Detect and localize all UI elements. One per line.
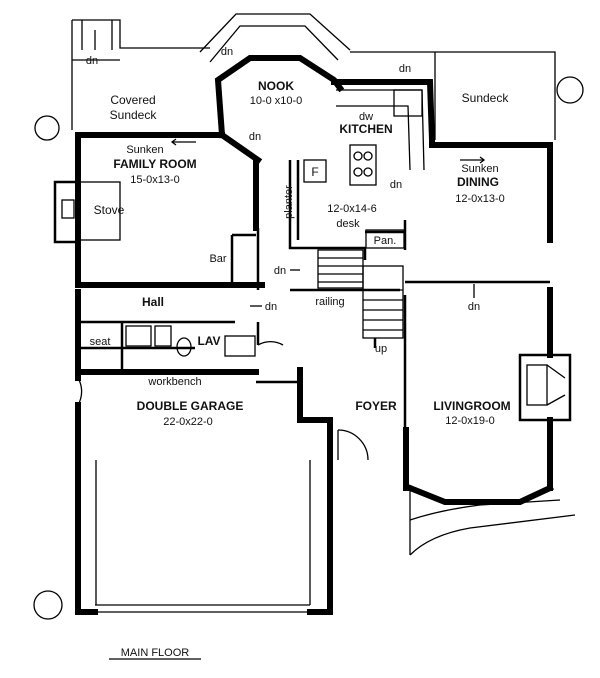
nook-title: NOOK — [258, 79, 294, 93]
dn-label-family: dn — [249, 131, 261, 143]
fridge-label: F — [311, 165, 318, 179]
dn-label-deck: dn — [86, 55, 98, 67]
cooktop-island — [349, 144, 377, 186]
dining-sunken-label: Sunken — [461, 163, 498, 175]
dining-dimensions: 12-0x13-0 — [455, 193, 505, 205]
exterior-walls — [75, 55, 554, 615]
covered-sundeck-label-2: Sundeck — [110, 108, 158, 122]
planter-label: planter — [283, 185, 295, 219]
hall-title: Hall — [142, 295, 164, 309]
living-room-title: LIVINGROOM — [433, 399, 510, 413]
family-sunken-label: Sunken — [126, 144, 163, 156]
kitchen-dimensions: 12-0x14-6 — [327, 203, 377, 215]
garage-door — [95, 460, 311, 613]
shrub-icon — [556, 76, 584, 104]
garage-title: DOUBLE GARAGE — [137, 399, 244, 413]
covered-sundeck-outline — [71, 19, 210, 130]
direction-arrows — [94, 30, 486, 307]
tree-icon — [34, 115, 60, 141]
pantry-label: Pan. — [374, 235, 397, 247]
covered-sundeck-label: Covered — [110, 93, 155, 107]
bar-label: Bar — [209, 253, 226, 265]
door-swings — [77, 341, 369, 461]
nook-dimensions: 10-0 x10-0 — [250, 95, 303, 107]
interior-walls — [78, 160, 550, 555]
lav-title: LAV — [197, 334, 220, 348]
dining-title: DINING — [457, 175, 499, 189]
dishwasher-label: dw — [359, 111, 373, 123]
stove-label: Stove — [94, 203, 125, 217]
landscape — [33, 76, 584, 620]
room-labels: Covered Sundeck NOOK 10-0 x10-0 dw KITCH… — [86, 46, 511, 660]
railing-label: railing — [315, 296, 344, 308]
sink — [393, 89, 423, 117]
family-room-dimensions: 15-0x13-0 — [130, 174, 180, 186]
stairs-up-label: up — [375, 343, 387, 355]
nook-bay — [199, 13, 351, 63]
living-room-dimensions: 12-0x19-0 — [445, 415, 495, 427]
pantry — [365, 229, 405, 249]
family-room-title: FAMILY ROOM — [113, 157, 196, 171]
dn-label-stair: dn — [274, 265, 286, 277]
kitchen-title: KITCHEN — [339, 122, 392, 136]
stairs — [317, 249, 404, 348]
fridge — [303, 159, 327, 183]
floor-title: MAIN FLOOR — [121, 647, 190, 659]
lav-fixtures — [125, 325, 256, 357]
kitchen-counters — [303, 89, 425, 249]
sundeck-label: Sundeck — [462, 91, 510, 105]
dn-label-nook: dn — [221, 46, 233, 58]
desk-label: desk — [336, 218, 360, 230]
living-fireplace — [518, 353, 572, 422]
dn-label-sundeck: dn — [399, 63, 411, 75]
dn-label-dining: dn — [390, 179, 402, 191]
dn-label-hall: dn — [265, 301, 277, 313]
foyer-title: FOYER — [355, 399, 397, 413]
shrub-icon-2 — [33, 590, 63, 620]
garage-dimensions: 22-0x22-0 — [163, 416, 213, 428]
seat-label: seat — [90, 336, 111, 348]
workbench-label: workbench — [147, 376, 201, 388]
sundeck-outline — [350, 51, 556, 140]
family-fireplace — [53, 180, 121, 244]
dn-label-living: dn — [468, 301, 480, 313]
